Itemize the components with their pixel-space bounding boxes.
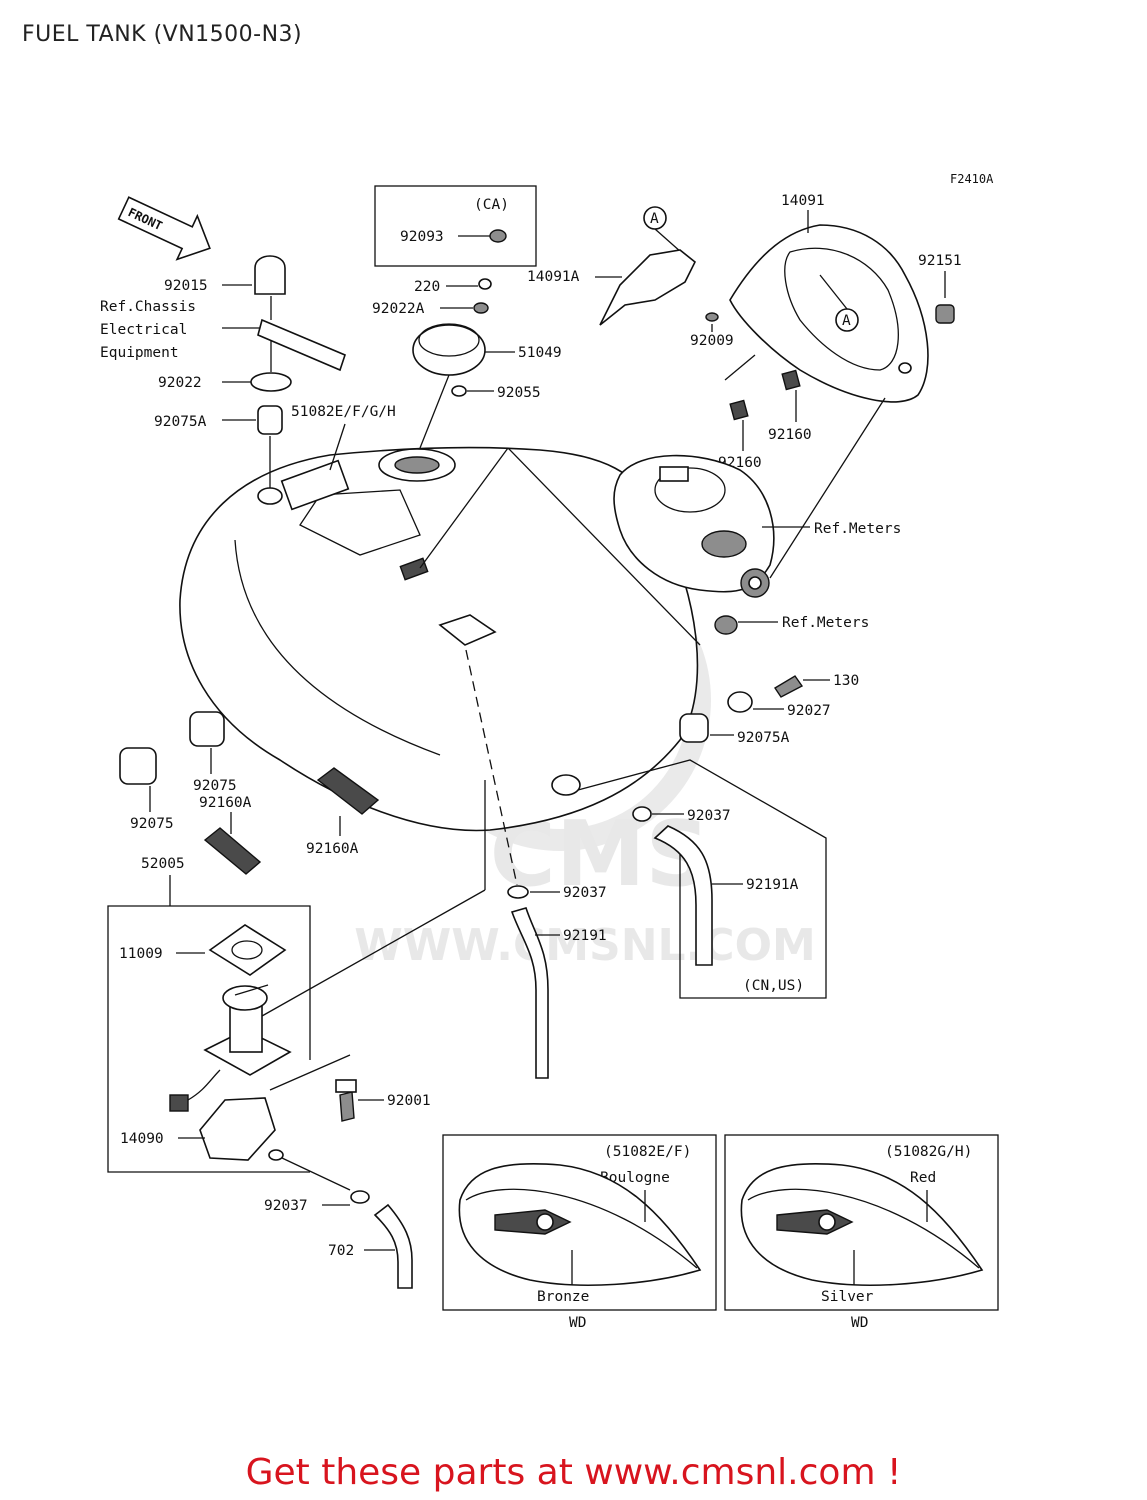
label-92160A-a: 92160A: [199, 795, 252, 811]
screw-92009: [705, 312, 719, 322]
front-arrow-icon: FRONT: [117, 196, 211, 261]
hose-92191A: [653, 825, 713, 966]
page-title: FUEL TANK (VN1500-N3): [22, 22, 303, 47]
hose-92191: [510, 907, 549, 1079]
label-92015: 92015: [164, 278, 208, 294]
ca-variant-box: [374, 185, 537, 267]
bolt-92151: [935, 304, 955, 324]
clip-92160A-a: [203, 827, 262, 875]
watermark-url: WWW.CMSNL.COM: [354, 920, 816, 971]
label-92037-c: 92037: [264, 1198, 308, 1214]
box2-color-primary: Red: [910, 1170, 936, 1186]
washer-92022: [250, 372, 292, 392]
label-ref-chassis-2: Electrical: [100, 322, 187, 338]
label-ref-chassis-1: Ref.Chassis: [100, 299, 196, 315]
label-130: 130: [833, 673, 859, 689]
hose-702: [373, 1203, 413, 1289]
label-92075-b: 92075: [130, 816, 174, 832]
label-92055: 92055: [497, 385, 541, 401]
damper-92075A-top: [257, 405, 283, 435]
bracket-14091A: [599, 249, 697, 326]
label-220: 220: [414, 279, 440, 295]
label-92151: 92151: [918, 253, 962, 269]
box1-color-primary: Boulogne: [600, 1170, 670, 1186]
label-92075A-right: 92075A: [737, 730, 790, 746]
tank-side-box1: [458, 1162, 702, 1287]
clamp-92037-b: [507, 885, 529, 899]
label-ref-meters-1: Ref.Meters: [814, 521, 901, 537]
gasket-11009: [208, 924, 287, 976]
gasket-92055: [451, 385, 467, 397]
label-92037-b: 92037: [563, 885, 607, 901]
cover-14090: [199, 1097, 276, 1161]
box1-title: (51082E/F): [604, 1144, 691, 1160]
color-variant-box-1: [442, 1134, 717, 1311]
label-14091: 14091: [781, 193, 825, 209]
bolt-130: [774, 675, 804, 698]
damper-92075A-right: [679, 713, 709, 743]
damper-92075-b: [119, 747, 157, 785]
box1-wd: WD: [569, 1315, 586, 1331]
svg-text:A: A: [650, 211, 659, 227]
cn-us-box-outline: [577, 759, 827, 999]
label-cn-us: (CN,US): [743, 978, 804, 994]
label-702: 702: [328, 1243, 354, 1259]
label-14090: 14090: [120, 1131, 164, 1147]
footer-parts-link[interactable]: Get these parts at www.cmsnl.com !: [245, 1452, 902, 1493]
label-92160-a: 92160: [768, 427, 812, 443]
clip-92160A-b: [316, 767, 380, 815]
fuel-cap: [412, 324, 486, 376]
clip-92160-a: [781, 369, 801, 391]
label-92001: 92001: [387, 1093, 431, 1109]
bolt-92001: [339, 1091, 355, 1122]
tank-side-box2: [740, 1162, 984, 1287]
clip-92160-b: [729, 399, 749, 421]
label-92160A-b: 92160A: [306, 841, 359, 857]
label-52005: 52005: [141, 856, 185, 872]
box2-title: (51082G/H): [885, 1144, 972, 1160]
label-92009: 92009: [690, 333, 734, 349]
color-variant-box-2: [724, 1134, 999, 1311]
label-51049: 51049: [518, 345, 562, 361]
box2-wd: WD: [851, 1315, 868, 1331]
meter-assembly: [613, 454, 775, 598]
label-92022A: 92022A: [372, 301, 425, 317]
label-92191A: 92191A: [746, 877, 799, 893]
label-ref-meters-2: Ref.Meters: [782, 615, 869, 631]
svg-text:A: A: [842, 313, 851, 329]
clamp-92037-c: [350, 1190, 370, 1204]
label-92022: 92022: [158, 375, 202, 391]
damper-92075-a: [189, 711, 225, 747]
label-92075A-top: 92075A: [154, 414, 207, 430]
label-11009: 11009: [119, 946, 163, 962]
label-92037-a: 92037: [687, 808, 731, 824]
ground-bracket: [257, 318, 346, 372]
label-92191: 92191: [563, 928, 607, 944]
pump-box-outline: [107, 905, 311, 1173]
label-92027: 92027: [787, 703, 831, 719]
label-51082: 51082E/F/G/H: [291, 404, 396, 420]
callout-a-top: A: [643, 206, 667, 230]
box2-color-secondary: Silver: [821, 1289, 874, 1305]
fuel-tank-body: [179, 446, 699, 832]
ca-box-title: (CA): [474, 197, 509, 213]
box1-color-secondary: Bronze: [537, 1289, 589, 1305]
collar-92027: [727, 691, 753, 713]
callout-a-cover: A: [835, 308, 859, 332]
label-92075-a: 92075: [193, 778, 237, 794]
grommet-ref-meters: [714, 615, 738, 635]
figure-code: F2410A: [950, 172, 994, 186]
fuel-pump-unit: [169, 984, 292, 1112]
label-ref-chassis-3: Equipment: [100, 345, 179, 361]
meter-cover-14091: [729, 224, 929, 403]
label-92093: 92093: [400, 229, 444, 245]
label-14091A: 14091A: [527, 269, 580, 285]
clamp-92037-a: [632, 806, 652, 822]
acorn-nut-92015: [254, 255, 286, 295]
